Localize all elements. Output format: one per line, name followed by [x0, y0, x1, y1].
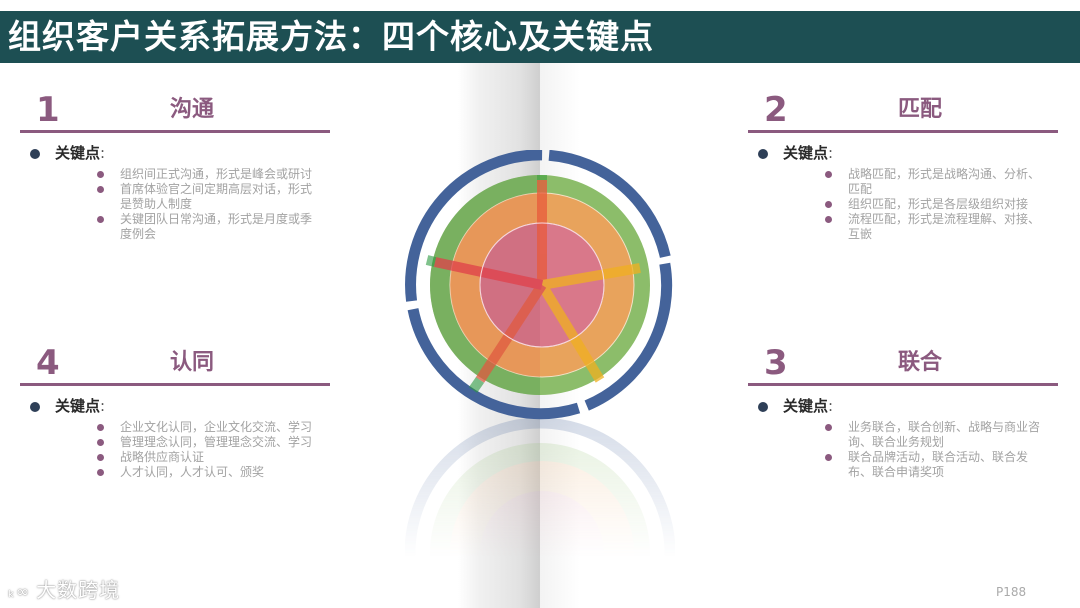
bullet-icon [825, 424, 832, 431]
key-points-label: 关键点 [783, 144, 829, 162]
section-title: 认同 [170, 350, 215, 375]
bullet-icon [97, 186, 104, 193]
key-points-heading: 关键点: [20, 143, 330, 165]
section-header: 1 沟通 [20, 90, 330, 133]
key-points-heading: 关键点: [20, 396, 330, 418]
watermark-text: 大数跨境 [36, 578, 121, 602]
section-title: 联合 [898, 350, 943, 375]
section-header: 2 匹配 [748, 90, 1058, 133]
section-communication: 1 沟通 关键点: 组织间正式沟通，形式是峰会或研讨 首席体验官之间定期高层对话… [20, 90, 330, 242]
section-number: 2 [764, 90, 788, 130]
outer-blue-ring [405, 150, 673, 420]
bullet-icon [97, 439, 104, 446]
section-header: 3 联合 [748, 343, 1058, 386]
bullet-icon [97, 424, 104, 431]
key-points-label: 关键点 [55, 397, 101, 415]
section-identification: 4 认同 关键点: 企业文化认同，企业文化交流、学习 管理理念认同，管理理念交流… [20, 343, 330, 480]
page-title: 组织客户关系拓展方法：四个核心及关键点 [8, 17, 654, 56]
watermark: ₖ∞ 大数跨境 [8, 574, 120, 603]
key-points-list: 业务联合，联合创新、战略与商业咨询、联合业务规划 联合品牌活动，联合活动、联合发… [748, 420, 1058, 480]
list-item: 业务联合，联合创新、战略与商业咨询、联合业务规划 [824, 420, 1048, 450]
list-item: 流程匹配，形式是流程理解、对接、互嵌 [824, 212, 1048, 242]
list-item: 企业文化认同，企业文化交流、学习 [96, 420, 320, 435]
bullet-icon [825, 454, 832, 461]
section-number: 4 [36, 343, 60, 383]
list-item: 人才认同，人才认可、颁奖 [96, 465, 320, 480]
bullet-icon [825, 216, 832, 223]
bullet-icon [97, 171, 104, 178]
bullet-icon [758, 149, 768, 159]
list-item: 首席体验官之间定期高层对话，形式是赞助人制度 [96, 182, 320, 212]
key-points-list: 战略匹配，形式是战略沟通、分析、匹配 组织匹配，形式是各层级组织对接 流程匹配，… [748, 167, 1058, 242]
bullet-icon [97, 454, 104, 461]
list-item: 战略供应商认证 [96, 450, 320, 465]
key-points-label: 关键点 [783, 397, 829, 415]
bullet-icon [30, 402, 40, 412]
section-header: 4 认同 [20, 343, 330, 386]
bullet-icon [825, 171, 832, 178]
key-points-list: 企业文化认同，企业文化交流、学习 管理理念认同，管理理念交流、学习 战略供应商认… [20, 420, 330, 480]
section-union: 3 联合 关键点: 业务联合，联合创新、战略与商业咨询、联合业务规划 联合品牌活… [748, 343, 1058, 480]
title-bar: 组织客户关系拓展方法：四个核心及关键点 [0, 11, 1080, 63]
key-points-heading: 关键点: [748, 396, 1058, 418]
list-item: 管理理念认同，管理理念交流、学习 [96, 435, 320, 450]
bullet-icon [30, 149, 40, 159]
brand-logo-icon: ₖ∞ [8, 582, 31, 601]
bullet-icon [97, 216, 104, 223]
list-item: 关键团队日常沟通，形式是月度或季度例会 [96, 212, 320, 242]
diagram-spokes [433, 180, 641, 383]
bullet-icon [825, 201, 832, 208]
diagram-reflection [405, 418, 675, 558]
section-number: 1 [36, 90, 60, 130]
list-item: 战略匹配，形式是战略沟通、分析、匹配 [824, 167, 1048, 197]
key-points-label: 关键点 [55, 144, 101, 162]
list-item: 联合品牌活动，联合活动、联合发布、联合申请奖项 [824, 450, 1048, 480]
section-title: 匹配 [898, 97, 943, 122]
key-points-list: 组织间正式沟通，形式是峰会或研讨 首席体验官之间定期高层对话，形式是赞助人制度 … [20, 167, 330, 242]
key-points-heading: 关键点: [748, 143, 1058, 165]
bullet-icon [758, 402, 768, 412]
section-matching: 2 匹配 关键点: 战略匹配，形式是战略沟通、分析、匹配 组织匹配，形式是各层级… [748, 90, 1058, 242]
list-item: 组织间正式沟通，形式是峰会或研讨 [96, 167, 320, 182]
section-number: 3 [764, 343, 788, 383]
concentric-ring-diagram [405, 150, 673, 420]
page-number: P188 [996, 585, 1027, 599]
bullet-icon [97, 469, 104, 476]
list-item: 组织匹配，形式是各层级组织对接 [824, 197, 1048, 212]
section-title: 沟通 [170, 97, 215, 122]
